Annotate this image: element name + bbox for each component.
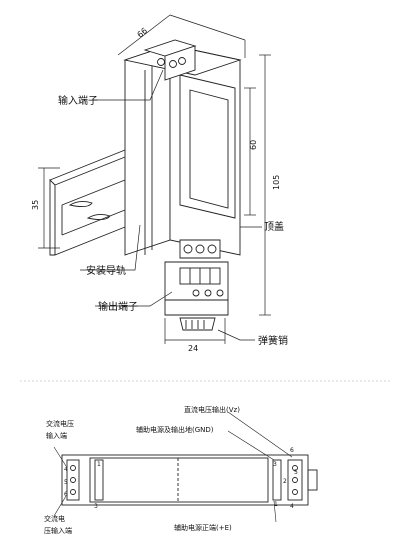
screw-icon — [216, 289, 224, 297]
isometric-view — [38, 14, 271, 344]
right-terminal-block — [287, 459, 303, 501]
terminal-number: 5 — [64, 479, 68, 486]
screw-icon — [157, 58, 165, 66]
aux-ground-label: 辅助电源及输出地(GND) — [136, 425, 214, 434]
screw-icon — [195, 244, 205, 254]
side-clip — [307, 469, 318, 491]
dim-rail-width: 35 — [31, 200, 40, 210]
dc-voltage-output-label: 直流电压输出(Vz) — [184, 405, 240, 414]
output-terminal-block — [164, 239, 229, 316]
dim-total-height: 105 — [272, 175, 281, 190]
spring-pin-label: 弹簧销 — [258, 334, 288, 347]
terminal-number: 1 — [274, 501, 278, 508]
output-terminal-label: 输出端子 — [98, 300, 138, 313]
terminal-number: 3 — [94, 503, 98, 510]
cover-outline — [89, 457, 269, 503]
screw-icon — [178, 57, 186, 65]
terminal-number: 5 — [294, 469, 298, 476]
dimension-lines — [38, 14, 271, 344]
terminal-number: 4 — [290, 503, 294, 510]
dim-cover-height: 60 — [249, 140, 258, 150]
terminal-number: 1 — [97, 461, 101, 468]
aux-positive-label: 辅助电源正端(+E) — [174, 523, 232, 532]
top-cover — [179, 74, 236, 219]
screw-icon — [207, 244, 217, 254]
input-terminal-label: 输入端子 — [58, 94, 98, 107]
terminal-number: 3 — [273, 461, 277, 468]
dim-bottom-width: 24 — [188, 344, 198, 353]
terminal-number: 4 — [64, 466, 68, 473]
left-terminal-block — [66, 459, 80, 501]
screw-icon — [169, 60, 177, 68]
plan-view — [53, 411, 318, 523]
screw-icon — [192, 289, 200, 297]
ac-input-label-line2: 输入端 — [46, 431, 67, 440]
terminal-number: 6 — [290, 447, 294, 454]
ac-input-bottom-line1: 交流电 — [44, 514, 65, 523]
terminal-number: 2 — [283, 478, 287, 485]
input-terminal-block — [143, 39, 197, 81]
terminal-number: 6 — [64, 491, 68, 498]
ac-input-bottom-line2: 压输入端 — [44, 526, 72, 535]
leader-lines — [80, 69, 262, 341]
screw-icon — [204, 289, 212, 297]
din-rail-label: 安装导轨 — [86, 264, 126, 277]
screw-icon — [183, 244, 193, 254]
dim-depth: 66 — [136, 26, 150, 39]
spring-pin — [179, 317, 216, 331]
ac-input-label-line1: 交流电压 — [46, 419, 74, 428]
top-cover-label: 顶盖 — [264, 220, 284, 233]
